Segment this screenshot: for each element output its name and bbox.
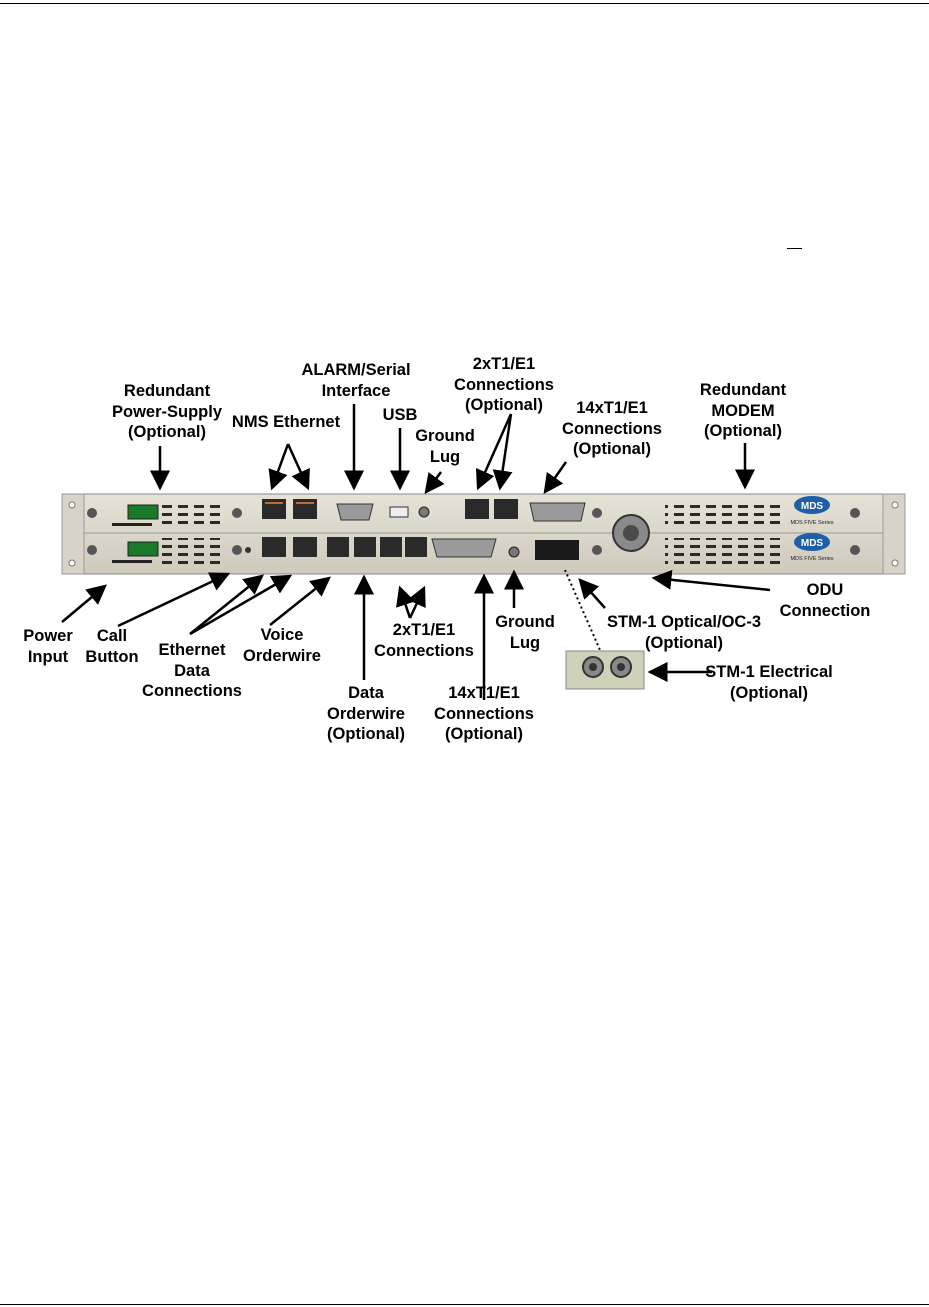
arrow-nms-2 bbox=[286, 443, 310, 491]
arrow-2x-top-2 bbox=[492, 413, 513, 491]
chassis: MDS MDS MDS FIVE Series MDS FIVE Series bbox=[61, 493, 906, 575]
label-power-input: Power Input bbox=[23, 627, 73, 666]
label-data-orderwire: Data Orderwire (Optional) bbox=[327, 684, 405, 743]
label-2x-t1e1-bottom: 2xT1/E1 Connections bbox=[374, 621, 474, 660]
rack-ear-right bbox=[882, 493, 906, 575]
header-rule bbox=[0, 3, 929, 4]
label-alarm-serial: ALARM/Serial Interface bbox=[301, 361, 411, 400]
ground-lug-bottom bbox=[508, 546, 520, 558]
arrow-nms-1 bbox=[268, 443, 290, 491]
voice-orderwire-port bbox=[327, 537, 349, 557]
call-button bbox=[245, 547, 251, 553]
usb-port bbox=[389, 506, 409, 518]
label-call-button: Call Button bbox=[85, 627, 139, 666]
label-nms-ethernet: NMS Ethernet bbox=[231, 413, 341, 431]
arrow-power-input bbox=[61, 584, 107, 623]
arrow-call-button bbox=[117, 572, 231, 628]
arrow-eth-2 bbox=[189, 574, 293, 636]
rack-ear-left bbox=[61, 493, 85, 575]
arrow-14x-top bbox=[543, 461, 568, 495]
serial-port bbox=[336, 503, 374, 521]
t1e1-2x-port-1 bbox=[465, 499, 489, 519]
eth-data-port-1 bbox=[262, 537, 286, 557]
label-14x-t1e1-bottom: 14xT1/E1 Connections (Optional) bbox=[434, 684, 534, 743]
t1e1-14x-connector-top bbox=[529, 502, 586, 522]
arrow-stm1-optical bbox=[578, 578, 606, 609]
arrow-2x-top-1 bbox=[475, 413, 513, 491]
label-ground-lug-top: Ground Lug bbox=[415, 427, 475, 466]
label-odu-connection: ODU Connection bbox=[779, 581, 871, 620]
label-usb: USB bbox=[382, 406, 418, 424]
ground-lug-top bbox=[418, 506, 430, 518]
eth-data-port-2 bbox=[293, 537, 317, 557]
label-14x-t1e1-top: 14xT1/E1 Connections (Optional) bbox=[562, 399, 662, 458]
footer-rule bbox=[0, 1304, 929, 1305]
arrow-ground-lug bbox=[424, 471, 445, 494]
series-text-bottom: MDS FIVE Series bbox=[790, 556, 833, 562]
power-connector-bottom bbox=[127, 541, 159, 557]
arrow-2x-bottom-1 bbox=[396, 585, 416, 619]
data-orderwire-port bbox=[354, 537, 376, 557]
arrow-2x-bottom-2 bbox=[407, 585, 426, 619]
t1e1-2x-port-2 bbox=[494, 499, 518, 519]
label-voice-orderwire: Voice Orderwire bbox=[243, 626, 321, 665]
stm1-optical-port bbox=[535, 540, 579, 560]
label-redundant-power-supply: Redundant Power-Supply (Optional) bbox=[111, 382, 223, 441]
label-redundant-modem: Redundant MODEM (Optional) bbox=[699, 381, 787, 440]
t1e1-2x-bottom-port-2 bbox=[405, 537, 427, 557]
label-2x-t1e1-top: 2xT1/E1 Connections (Optional) bbox=[454, 355, 554, 414]
overline-mark bbox=[787, 248, 802, 249]
brand-badge-bottom: MDS bbox=[801, 538, 824, 549]
t1e1-14x-connector-bottom bbox=[431, 538, 497, 558]
arrow-eth-1 bbox=[189, 574, 264, 635]
label-ethernet-data: Ethernet Data Connections bbox=[142, 641, 242, 700]
stm1-electrical-inset bbox=[565, 650, 645, 690]
brand-badge-top: MDS bbox=[801, 501, 824, 512]
label-stm1-electrical: STM-1 Electrical (Optional) bbox=[705, 663, 833, 702]
arrow-odu bbox=[651, 569, 771, 592]
t1e1-2x-bottom-port-1 bbox=[380, 537, 402, 557]
label-ground-lug-bottom: Ground Lug bbox=[495, 613, 555, 652]
power-connector-top bbox=[127, 504, 159, 520]
arrow-voice bbox=[269, 576, 331, 626]
label-stm1-optical: STM-1 Optical/OC-3 (Optional) bbox=[606, 613, 762, 652]
series-text-top: MDS FIVE Series bbox=[790, 520, 833, 526]
